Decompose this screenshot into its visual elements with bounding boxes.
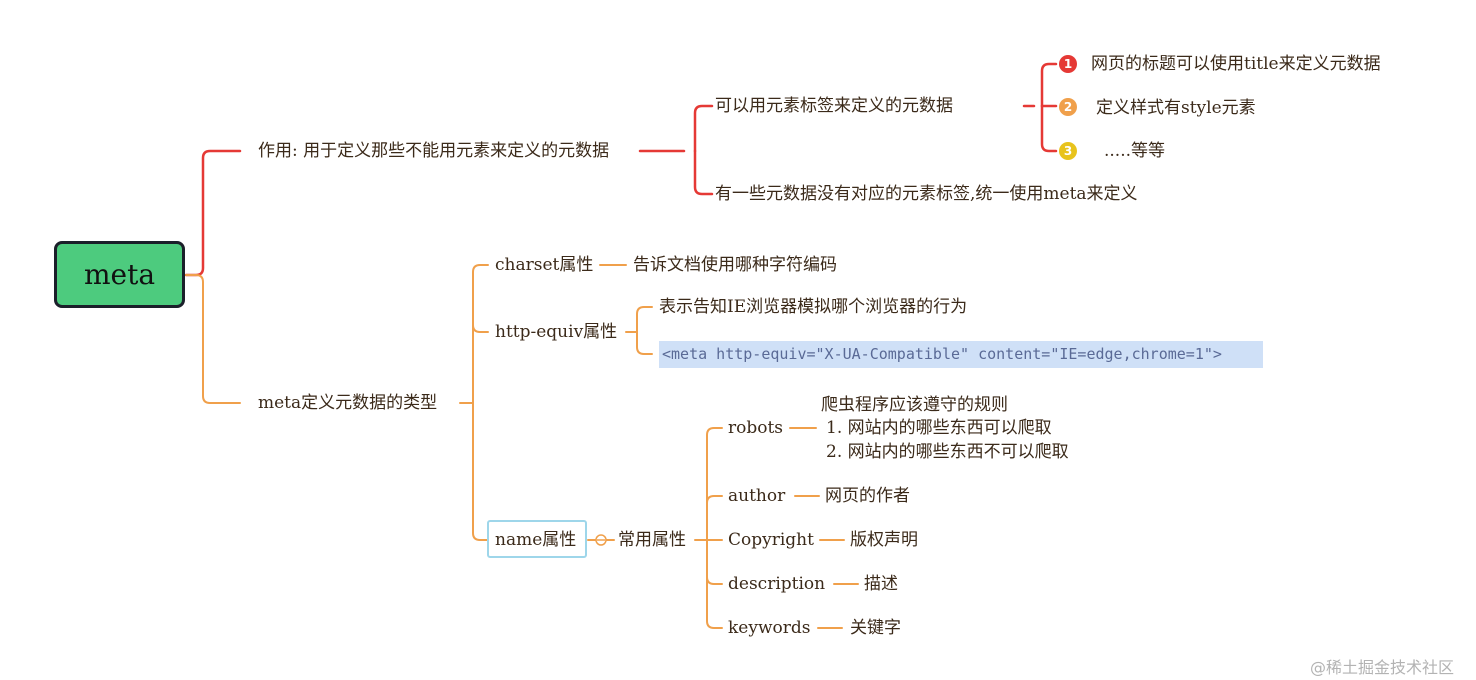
- http-equiv-desc[interactable]: 表示告知IE浏览器模拟哪个浏览器的行为: [659, 297, 968, 317]
- description-desc[interactable]: 描述: [864, 574, 898, 594]
- watermark: @稀土掘金技术社区: [1310, 658, 1455, 677]
- name-node[interactable]: name属性: [495, 530, 577, 550]
- charset-desc[interactable]: 告诉文档使用哪种字符编码: [633, 255, 837, 275]
- charset-node[interactable]: charset属性: [495, 255, 594, 275]
- http-equiv-node[interactable]: http-equiv属性: [495, 322, 618, 342]
- badge-1-icon: 1: [1059, 55, 1077, 73]
- robots-node[interactable]: robots: [728, 418, 784, 438]
- http-equiv-code[interactable]: <meta http-equiv="X-UA-Compatible" conte…: [659, 341, 1263, 368]
- element-item-3[interactable]: .....等等: [1104, 141, 1166, 161]
- badge-2-icon: 2: [1059, 98, 1077, 116]
- keywords-node[interactable]: keywords: [728, 618, 811, 638]
- element-item-1[interactable]: 网页的标题可以使用title来定义元数据: [1091, 54, 1381, 74]
- badge-3-icon: 3: [1059, 142, 1077, 160]
- common-attrs-node[interactable]: 常用属性: [618, 530, 686, 550]
- robots-desc-2: 2. 网站内的哪些东西不可以爬取: [826, 442, 1069, 462]
- copyright-node[interactable]: Copyright: [728, 530, 814, 550]
- element-defined-node[interactable]: 可以用元素标签来定义的元数据: [715, 96, 953, 116]
- author-desc[interactable]: 网页的作者: [825, 486, 910, 506]
- robots-desc-1: 1. 网站内的哪些东西可以爬取: [826, 418, 1052, 438]
- name-node-box[interactable]: [487, 520, 587, 558]
- root-node[interactable]: meta: [54, 241, 185, 308]
- root-label: meta: [83, 258, 156, 291]
- author-node[interactable]: author: [728, 486, 786, 506]
- description-node[interactable]: description: [728, 574, 826, 594]
- usage-node[interactable]: 作用: 用于定义那些不能用元素来定义的元数据: [258, 141, 610, 161]
- robots-desc-title: 爬虫程序应该遵守的规则: [821, 395, 1008, 415]
- types-node[interactable]: meta定义元数据的类型: [258, 393, 438, 413]
- no-element-node[interactable]: 有一些元数据没有对应的元素标签,统一使用meta来定义: [715, 184, 1138, 204]
- element-item-2[interactable]: 定义样式有style元素: [1096, 98, 1256, 118]
- copyright-desc[interactable]: 版权声明: [850, 530, 918, 550]
- keywords-desc[interactable]: 关键字: [850, 618, 901, 638]
